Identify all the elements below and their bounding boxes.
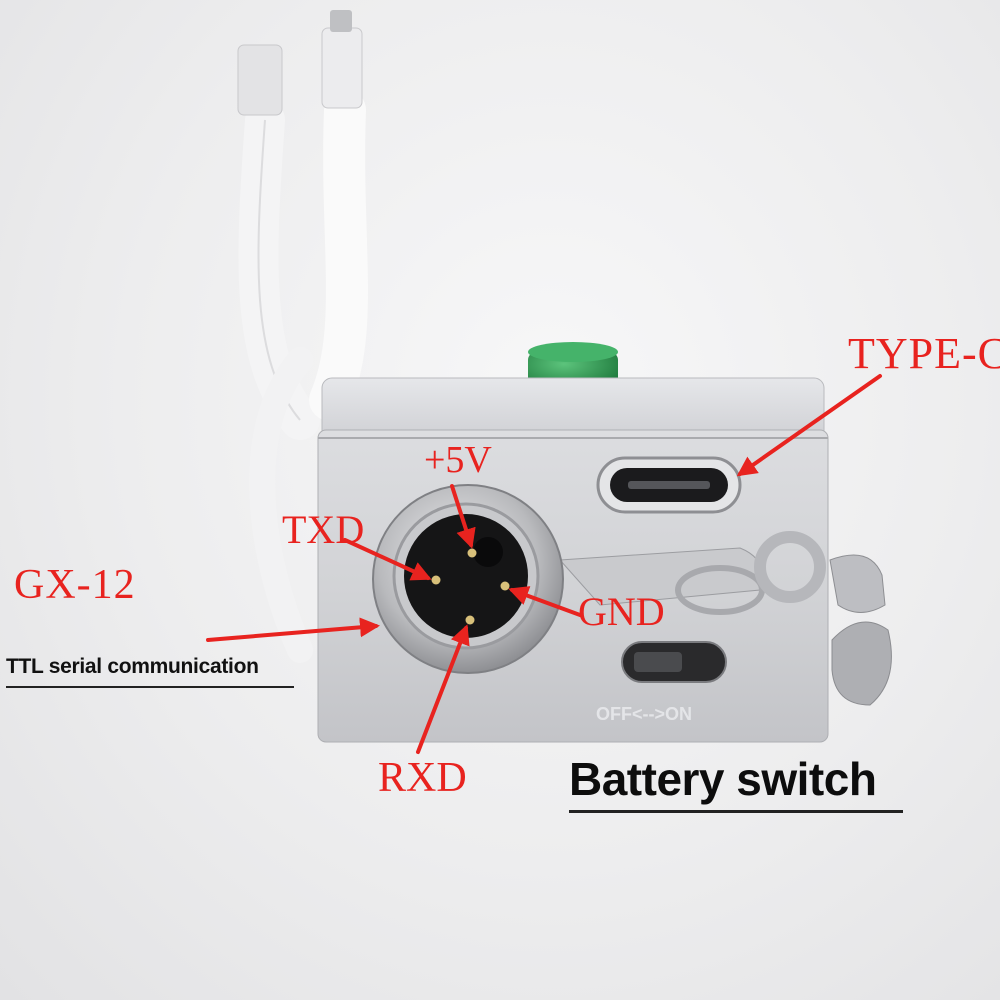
battery-switch-underline [569, 810, 903, 813]
label-txd: TXD [282, 507, 365, 552]
arrow-gx12 [206, 617, 380, 642]
label-rxd: RXD [378, 755, 467, 801]
arrow-type-c [736, 374, 882, 477]
label-type-c: TYPE-C [848, 329, 1000, 378]
label-plus5v: +5V [424, 439, 492, 481]
pin-txd [431, 575, 441, 585]
usb-cable [237, 10, 368, 663]
arrow-plus5v [450, 484, 476, 549]
battery-slide-switch [621, 641, 727, 683]
gx12-connector [372, 484, 564, 674]
pin-rxd [465, 615, 475, 625]
arrow-txd [343, 538, 432, 581]
label-ttl-serial: TTL serial communication [6, 655, 259, 678]
annotation-arrows [206, 374, 882, 754]
arrow-rxd [416, 624, 470, 754]
label-gx12: GX-12 [14, 562, 136, 608]
switch-marking: OFF<-->ON [596, 704, 692, 724]
ttl-underline [6, 686, 294, 688]
arrow-gnd [508, 586, 582, 617]
key-ring [558, 531, 892, 706]
label-battery-switch: Battery switch [569, 753, 877, 805]
pin-gnd [500, 581, 510, 591]
usb-c-port [596, 456, 742, 514]
label-gnd: GND [578, 589, 665, 634]
pin-plus5v [467, 548, 477, 558]
